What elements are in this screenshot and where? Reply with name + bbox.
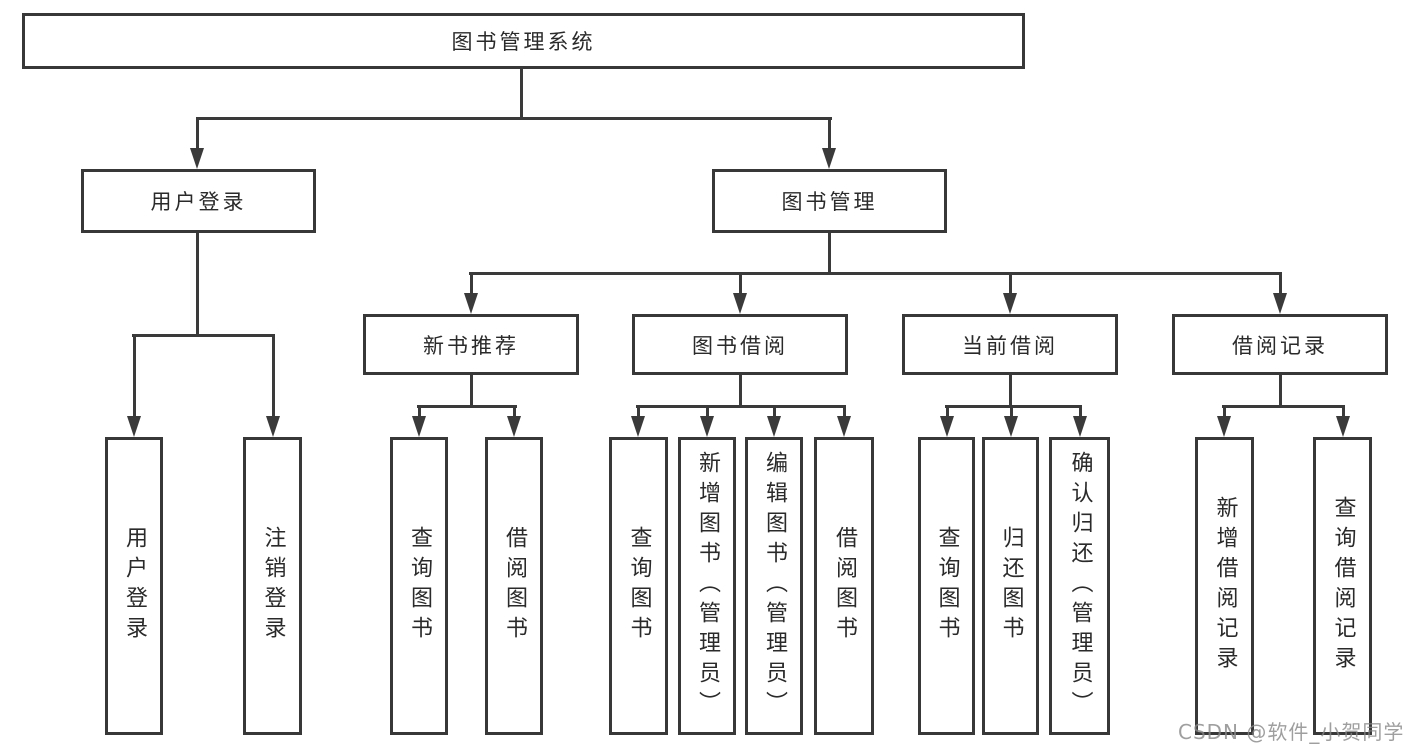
connector-stub — [272, 334, 275, 420]
node-leaf-query-books: 查询图书 — [609, 437, 668, 735]
connector-stub — [1279, 272, 1282, 297]
arrow-down-icon — [822, 148, 836, 169]
connector-rail — [945, 405, 1082, 408]
arrow-down-icon — [733, 293, 747, 314]
connector-drop — [470, 375, 473, 407]
arrow-down-icon — [1004, 416, 1018, 437]
connector-stub — [196, 117, 199, 153]
node-leaf-logout: 注销登录 — [243, 437, 302, 735]
arrow-down-icon — [837, 416, 851, 437]
arrow-down-icon — [190, 148, 204, 169]
connector-stub — [1009, 272, 1012, 297]
connector-stub — [637, 405, 640, 420]
node-leaf-user-login: 用户登录 — [105, 437, 163, 735]
arrow-down-icon — [412, 416, 426, 437]
connector-stub — [1342, 405, 1345, 420]
node-leaf-query-books: 查询图书 — [390, 437, 448, 735]
connector-drop — [828, 233, 831, 275]
connector-root-drop — [520, 67, 523, 120]
node-leaf-return-books: 归还图书 — [982, 437, 1039, 735]
node-new-book-recommend: 新书推荐 — [363, 314, 579, 375]
node-user-login: 用户登录 — [81, 169, 316, 233]
connector-drop — [196, 233, 199, 336]
arrow-down-icon — [940, 416, 954, 437]
connector-stub — [1079, 405, 1082, 420]
connector-stub — [133, 334, 136, 420]
node-borrow-records: 借阅记录 — [1172, 314, 1388, 375]
node-current-borrow: 当前借阅 — [902, 314, 1118, 375]
connector-rail — [1222, 405, 1345, 408]
connector-rail — [132, 334, 274, 337]
arrow-down-icon — [464, 293, 478, 314]
arrow-down-icon — [700, 416, 714, 437]
node-leaf-add-books-admin: 新增图书（管理员） — [678, 437, 736, 735]
connector-stub — [828, 117, 831, 153]
arrow-down-icon — [1003, 293, 1017, 314]
node-leaf-borrow-books: 借阅图书 — [485, 437, 543, 735]
node-leaf-edit-books-admin: 编辑图书（管理员） — [745, 437, 803, 735]
connector-stub — [739, 272, 742, 297]
arrow-down-icon — [266, 416, 280, 437]
connector-stub — [1223, 405, 1226, 420]
watermark: CSDN @软件_小贺同学 — [1178, 720, 1405, 744]
node-leaf-query-borrow-record: 查询借阅记录 — [1313, 437, 1372, 735]
connector-stub — [773, 405, 776, 420]
connector-stub — [946, 405, 949, 420]
arrow-down-icon — [767, 416, 781, 437]
arrow-down-icon — [1217, 416, 1231, 437]
connector-drop — [1009, 375, 1012, 407]
node-book-management: 图书管理 — [712, 169, 947, 233]
connector-stub — [513, 405, 516, 420]
connector-stub — [418, 405, 421, 420]
node-leaf-borrow-books: 借阅图书 — [814, 437, 874, 735]
connector-drop — [739, 375, 742, 407]
node-book-borrow: 图书借阅 — [632, 314, 848, 375]
arrow-down-icon — [127, 416, 141, 437]
connector-rail — [636, 405, 846, 408]
connector-rail — [417, 405, 517, 408]
node-leaf-add-borrow-record: 新增借阅记录 — [1195, 437, 1254, 735]
node-leaf-query-books: 查询图书 — [918, 437, 975, 735]
arrow-down-icon — [1336, 416, 1350, 437]
connector-level2-rail — [196, 117, 832, 120]
connector-stub — [1010, 405, 1013, 420]
connector-drop — [1279, 375, 1282, 407]
arrow-down-icon — [631, 416, 645, 437]
connector-stub — [470, 272, 473, 297]
connector-stub — [706, 405, 709, 420]
connector-level3-rail — [469, 272, 1282, 275]
arrow-down-icon — [1273, 293, 1287, 314]
node-leaf-confirm-return-admin: 确认归还（管理员） — [1049, 437, 1110, 735]
connector-stub — [843, 405, 846, 420]
arrow-down-icon — [507, 416, 521, 437]
node-root: 图书管理系统 — [22, 13, 1025, 69]
arrow-down-icon — [1073, 416, 1087, 437]
